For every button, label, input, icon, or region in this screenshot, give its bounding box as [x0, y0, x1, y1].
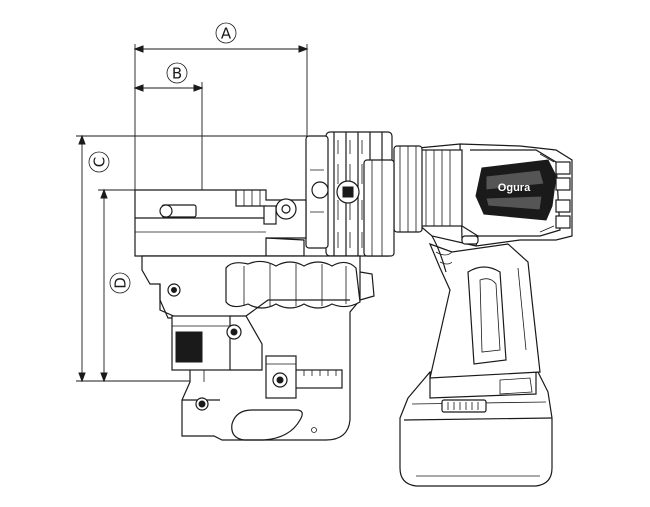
dimension-label-a-text: A [221, 25, 232, 43]
dimension-label-b: B [166, 62, 188, 84]
dimension-label-d-text: D [112, 277, 130, 289]
cylinder-head [305, 131, 395, 257]
cutter-head [134, 189, 307, 257]
dimension-label-c-text: C [91, 157, 109, 167]
gear-collar [393, 145, 463, 233]
tool-grip [428, 235, 541, 379]
dimension-lines [76, 44, 309, 410]
side-handle [225, 260, 375, 309]
dimension-label-d: D [109, 272, 131, 294]
battery-pack [399, 367, 553, 487]
dimension-label-a: A [215, 22, 237, 44]
dimension-label-c: C [88, 151, 110, 173]
brand-logo: Ogura [498, 182, 531, 194]
dimension-label-b-text: B [172, 65, 182, 83]
die-holder [171, 299, 350, 371]
stroke-gauge [265, 355, 343, 399]
